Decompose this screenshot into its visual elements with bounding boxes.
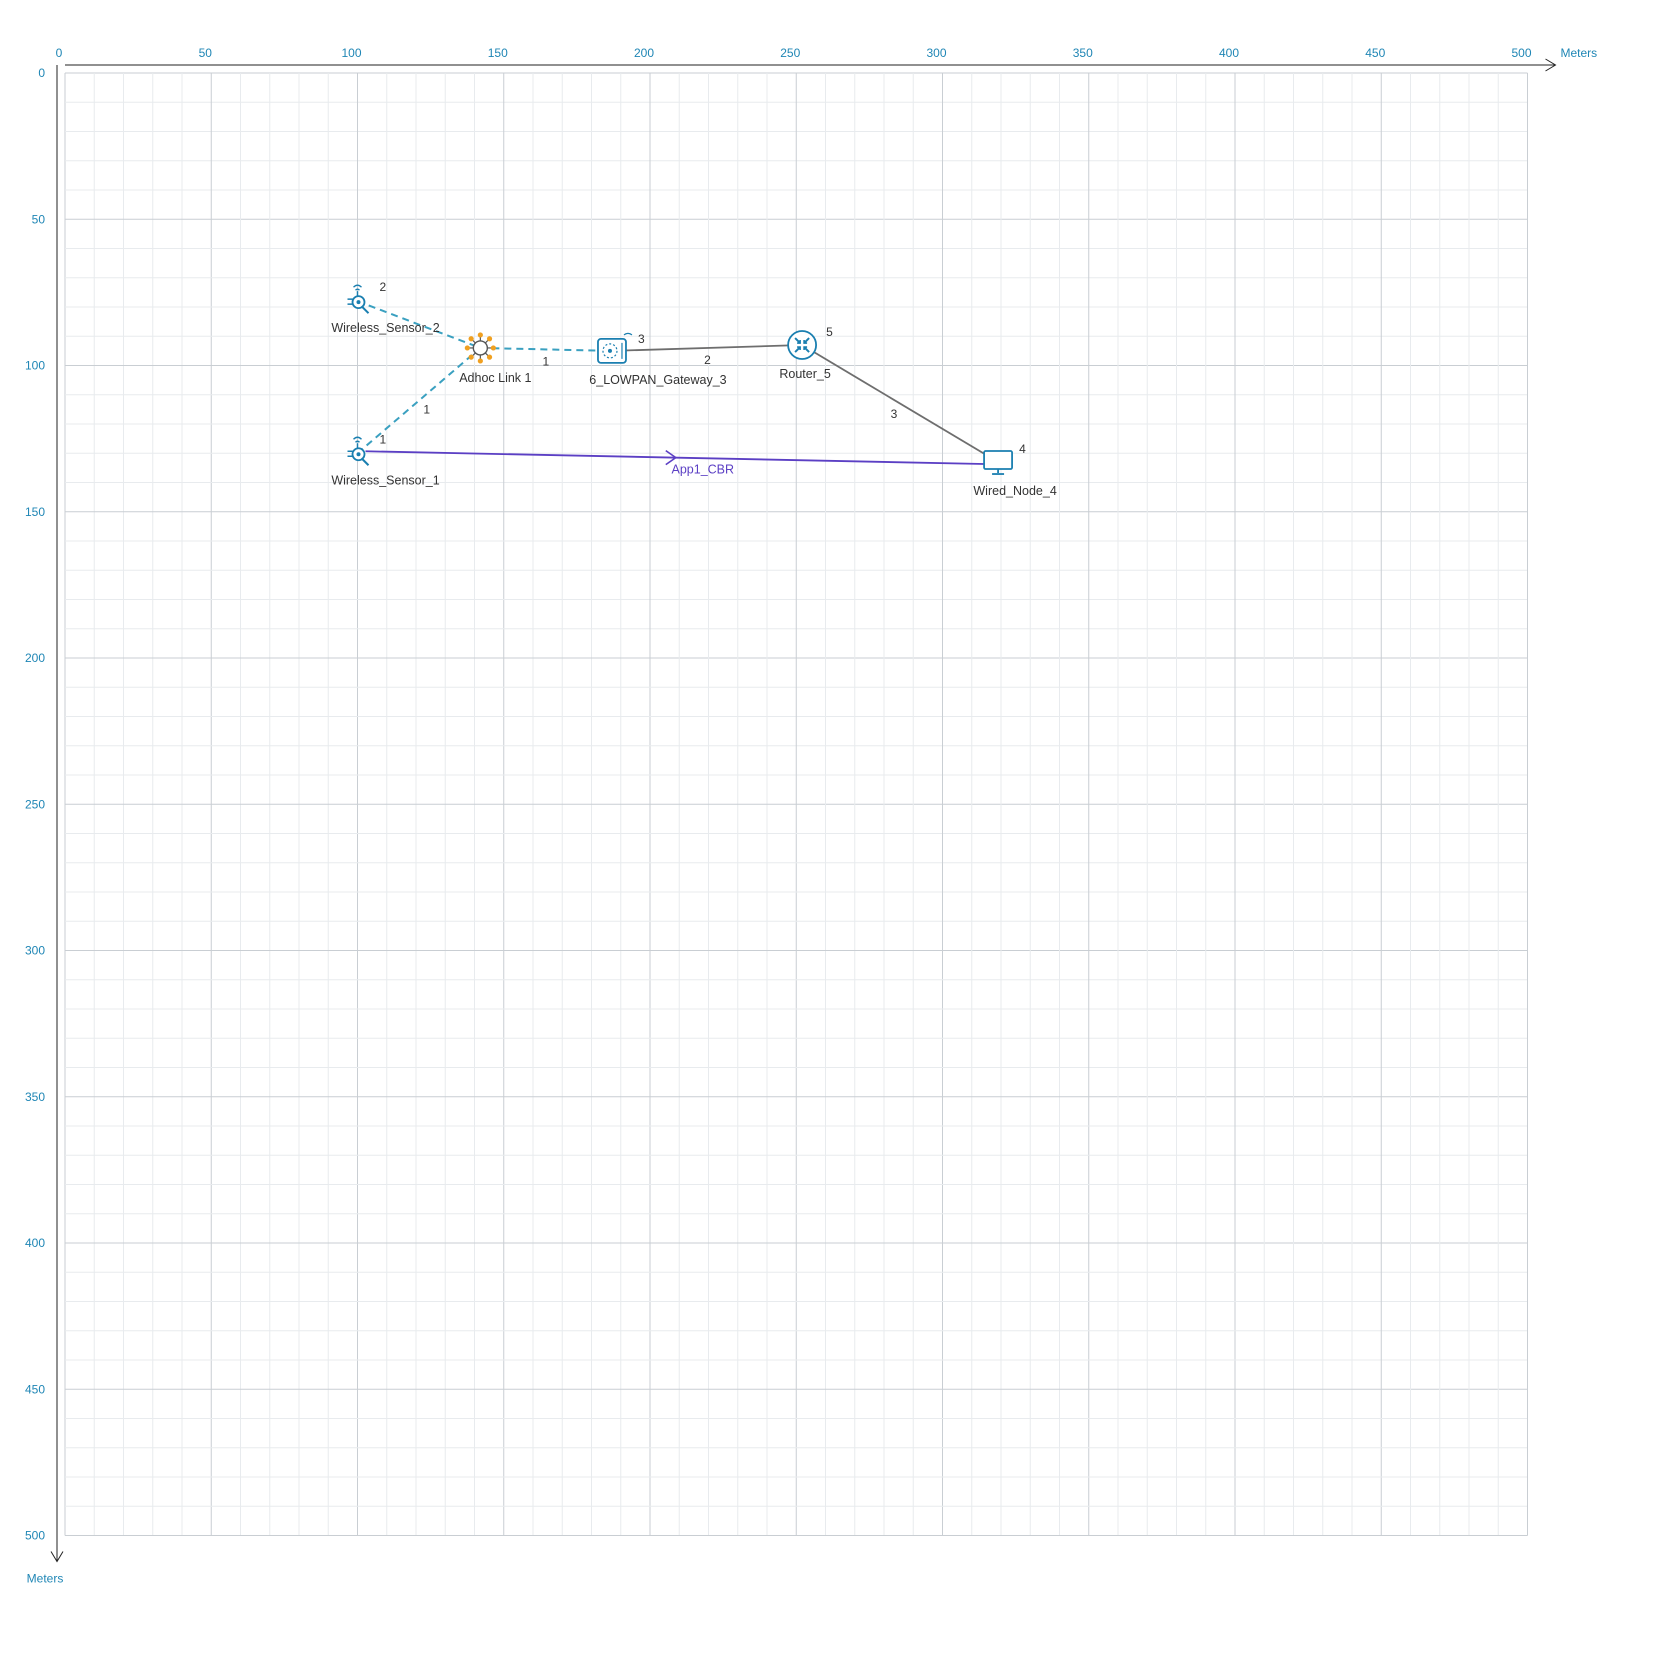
sensor-core — [356, 452, 361, 457]
x-tick-label: 500 — [1511, 46, 1531, 60]
router-body — [787, 330, 817, 360]
node-label: Router_5 — [779, 367, 830, 381]
node-wn4[interactable]: Wired_Node_4 4 — [973, 442, 1056, 498]
link-label: 2 — [704, 353, 711, 367]
y-tick-label: 350 — [25, 1090, 45, 1104]
hub-endpoint — [486, 336, 493, 342]
node-number: 1 — [380, 432, 387, 446]
y-tick-label: 150 — [25, 505, 45, 519]
node-number: 4 — [1019, 442, 1026, 456]
router-arrow — [803, 346, 810, 353]
sensor-core — [356, 300, 361, 305]
router-icon — [787, 330, 817, 360]
x-tick-label: 300 — [926, 46, 946, 60]
wired-link — [801, 344, 999, 463]
y-tick-label: 100 — [25, 359, 45, 373]
node-label: Adhoc Link 1 — [459, 371, 531, 385]
application-direction-arrow — [665, 449, 678, 466]
y-tick-label: 200 — [25, 651, 45, 665]
gateway-ring — [602, 343, 618, 359]
node-number: 5 — [826, 325, 833, 339]
links-layer: 1 1 2 3 — [356, 300, 999, 463]
node-adhoc[interactable]: Adhoc Link 1 — [459, 332, 532, 385]
x-tick-label: 450 — [1365, 46, 1385, 60]
sensor-arrow — [360, 305, 370, 314]
grid — [64, 72, 1528, 1536]
antenna-wave — [355, 288, 360, 291]
hub-endpoint — [468, 354, 474, 360]
x-tick-label: 200 — [634, 46, 654, 60]
wired-link — [611, 344, 803, 352]
y-tick-label: 400 — [25, 1236, 45, 1250]
hub-endpoint — [490, 345, 496, 351]
y-tick-label: 500 — [25, 1529, 45, 1543]
y-tick-label: 250 — [25, 797, 45, 811]
link-label: 1 — [423, 403, 430, 417]
x-tick-label: 100 — [341, 46, 361, 60]
sensor-arrow — [360, 457, 370, 466]
x-tick-label: 0 — [56, 46, 63, 60]
router-arrowhead — [797, 346, 801, 351]
gateway-icon — [597, 332, 633, 364]
y-axis-arrow — [50, 1551, 64, 1563]
router-arrowhead — [797, 340, 801, 344]
hub-endpoint — [486, 354, 493, 360]
node-label: Wireless_Sensor_2 — [331, 321, 439, 335]
hub-endpoint — [477, 332, 483, 338]
wireless-link — [357, 300, 481, 349]
x-tick-label: 150 — [488, 46, 508, 60]
nodes-layer: Wireless_Sensor_22Wireless_Sensor_11Adho… — [331, 280, 1057, 498]
hub-center — [472, 340, 489, 356]
y-axis-unit-label: Meters — [27, 1572, 64, 1586]
y-tick-label: 0 — [38, 66, 45, 80]
antenna-wave — [355, 440, 360, 443]
x-tick-label: 350 — [1073, 46, 1093, 60]
hub-endpoint — [464, 345, 470, 351]
router-arrow — [794, 337, 801, 344]
node-number: 2 — [380, 280, 387, 294]
gateway-wave — [623, 332, 633, 336]
y-tick-label: 300 — [25, 944, 45, 958]
application-label: App1_CBR — [672, 463, 735, 477]
applications-layer: App1_CBR — [365, 449, 985, 477]
node-r5[interactable]: Router_5 5 — [779, 325, 833, 381]
axes: 0 50 100 150 200 250 300 350 400 450 500 0 50 100 150 2… — [25, 46, 1597, 1586]
antenna-wave — [353, 284, 362, 288]
router-arrow — [803, 337, 810, 344]
x-tick-label: 400 — [1219, 46, 1239, 60]
link-label: 1 — [543, 354, 550, 368]
y-tick-label: 50 — [32, 212, 46, 226]
node-gw3[interactable]: 6_LOWPAN_Gateway_3 3 — [589, 332, 726, 387]
x-tick-label: 250 — [780, 46, 800, 60]
link-label: 3 — [891, 407, 898, 421]
router-arrow — [794, 346, 801, 353]
monitor-screen — [983, 450, 1013, 470]
wireless-link — [480, 346, 612, 352]
node-label: Wired_Node_4 — [973, 484, 1056, 498]
y-tick-label: 450 — [25, 1382, 45, 1396]
router-arrowhead — [803, 346, 808, 351]
x-tick-label: 50 — [199, 46, 213, 60]
router-arrowhead — [803, 340, 808, 344]
node-number: 3 — [638, 332, 645, 346]
antenna-wave — [353, 436, 362, 440]
node-label: 6_LOWPAN_Gateway_3 — [589, 373, 726, 387]
adhoc-hub-icon — [464, 332, 496, 364]
gateway-core — [607, 348, 612, 353]
node-ws1[interactable]: Wireless_Sensor_1 1 — [331, 432, 439, 487]
node-label: Wireless_Sensor_1 — [331, 473, 439, 487]
hub-endpoint — [477, 358, 483, 364]
monitor-icon — [983, 450, 1013, 475]
x-axis-arrow — [1545, 58, 1557, 72]
hub-endpoint — [468, 336, 474, 342]
node-ws2[interactable]: Wireless_Sensor_2 2 — [331, 280, 439, 335]
x-axis-unit-label: Meters — [1561, 46, 1598, 60]
wireless-link — [356, 347, 482, 455]
wireless-sensor-icon — [347, 436, 370, 466]
wireless-sensor-icon — [347, 284, 370, 314]
